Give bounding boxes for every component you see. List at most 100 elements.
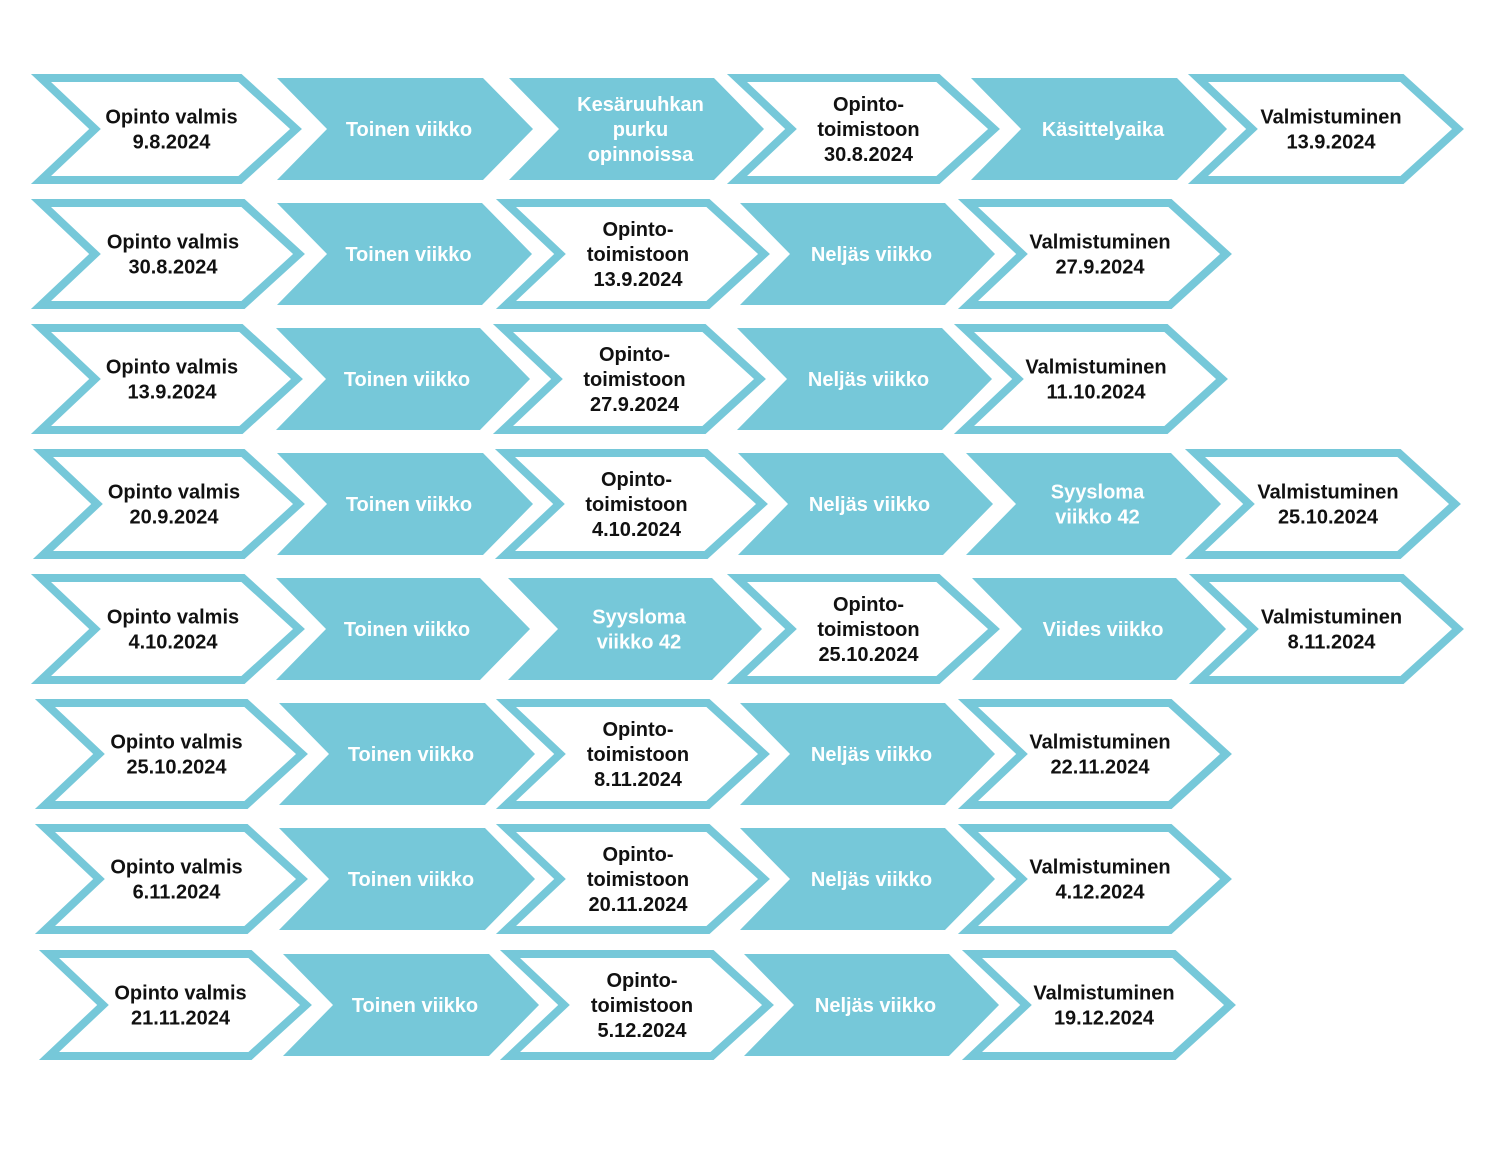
step-label-line: 13.9.2024	[128, 382, 218, 404]
step-label-line: Opinto valmis	[114, 983, 246, 1005]
step-label-line: Opinto-	[833, 94, 904, 116]
step-label-line: Valmistuminen	[1260, 107, 1401, 129]
chevron-step: Valmistuminen 4.12.2024	[957, 824, 1232, 934]
step-label-line: opinnoissa	[588, 144, 694, 166]
step-label-line: Opinto valmis	[108, 482, 240, 504]
chevron-filled-shape	[738, 453, 993, 555]
chevron-filled-shape	[283, 954, 539, 1056]
chevron-step: Valmistuminen 11.10.2024	[953, 324, 1228, 434]
chevron-filled-shape	[277, 78, 533, 180]
chevron-filled-shape	[276, 328, 530, 430]
chevron-filled-shape	[966, 453, 1221, 555]
chevron-outline-shape	[726, 574, 1000, 684]
chevron-outline-shape	[492, 324, 766, 434]
step-label-line: Syysloma	[592, 607, 686, 629]
step-label-line: Opinto valmis	[110, 857, 242, 879]
step-label-line: 20.11.2024	[589, 894, 689, 916]
chevron-outline-shape	[499, 950, 774, 1060]
step-label-line: toimistoon	[817, 619, 919, 641]
step-label-line: Valmistuminen	[1261, 607, 1402, 629]
step-label-line: 22.11.2024	[1051, 757, 1151, 779]
step-label-line: 27.9.2024	[1056, 257, 1146, 279]
step-label-line: 4.10.2024	[592, 519, 682, 541]
step-label-line: Valmistuminen	[1029, 857, 1170, 879]
step-label-line: 5.12.2024	[598, 1020, 688, 1042]
step-label-line: toimistoon	[583, 369, 685, 391]
chevron-outline-shape	[495, 199, 770, 309]
chevron-filled-shape	[971, 78, 1227, 180]
step-label-line: 21.11.2024	[131, 1008, 231, 1030]
chevron-step: Neljäs viikko	[744, 954, 999, 1056]
chevron-filled-shape	[744, 954, 999, 1056]
chevron-step: Toinen viikko	[279, 703, 535, 805]
step-label-line: Toinen viikko	[344, 369, 470, 391]
step-label-line: Toinen viikko	[352, 995, 478, 1017]
step-label-line: toimistoon	[591, 995, 693, 1017]
chevron-outline-shape	[30, 574, 305, 684]
step-label-line: 11.10.2024	[1047, 382, 1147, 404]
chevron-step: Toinen viikko	[277, 78, 533, 180]
chevron-filled-shape	[740, 828, 995, 930]
chevron-outline-shape	[34, 824, 308, 934]
chevron-outline-shape	[32, 449, 305, 559]
chevron-outline-shape	[34, 699, 308, 809]
step-label-line: 30.8.2024	[129, 257, 219, 279]
chevron-step: Neljäs viikko	[737, 328, 992, 430]
step-label-line: Neljäs viikko	[809, 494, 930, 516]
chevron-filled-shape	[972, 578, 1226, 680]
chevron-filled-shape	[277, 203, 532, 305]
step-label-line: Opinto-	[599, 344, 670, 366]
chevron-step: Neljäs viikko	[740, 703, 995, 805]
step-label-line: Opinto valmis	[105, 107, 237, 129]
chevron-step: Viides viikko	[972, 578, 1226, 680]
step-label-line: Käsittelyaika	[1042, 119, 1165, 141]
step-label-line: Toinen viikko	[348, 744, 474, 766]
chevron-filled-shape	[276, 578, 530, 680]
step-label-line: Opinto-	[602, 219, 673, 241]
step-label-line: Syysloma	[1051, 482, 1145, 504]
step-label-line: 13.9.2024	[594, 269, 684, 291]
chevron-step: Toinen viikko	[277, 453, 533, 555]
step-label-line: Toinen viikko	[348, 869, 474, 891]
chevron-outline-shape	[30, 74, 302, 184]
chevron-filled-shape	[737, 328, 992, 430]
step-label-line: Toinen viikko	[346, 119, 472, 141]
step-label-line: 4.12.2024	[1056, 882, 1146, 904]
chevron-filled-shape	[279, 703, 535, 805]
step-label-line: Valmistuminen	[1025, 357, 1166, 379]
chevron-step: Syysloma viikko 42	[966, 453, 1221, 555]
chevron-outline-shape	[1184, 449, 1461, 559]
chevron-outline-shape	[495, 824, 770, 934]
chevron-step: Neljäs viikko	[740, 203, 995, 305]
step-label-line: 4.10.2024	[129, 632, 219, 654]
chevron-outline-shape	[38, 950, 312, 1060]
step-label-line: Opinto valmis	[110, 732, 242, 754]
step-label-line: Opinto valmis	[107, 607, 239, 629]
chevron-outline-shape	[957, 824, 1232, 934]
step-label-line: viikko 42	[1055, 507, 1140, 529]
step-label-line: Neljäs viikko	[811, 744, 932, 766]
step-label-line: 25.10.2024	[818, 644, 919, 666]
chevron-outline-shape	[30, 324, 303, 434]
step-label-line: Neljäs viikko	[811, 869, 932, 891]
